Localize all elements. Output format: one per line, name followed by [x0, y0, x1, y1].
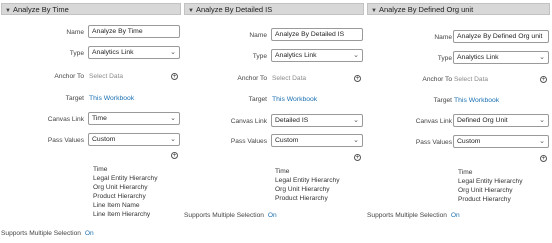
- pass-values-value: Custom: [92, 136, 116, 143]
- chevron-down-icon: ⌄: [539, 54, 545, 61]
- supports-multiple-selection-toggle[interactable]: On: [84, 230, 94, 237]
- type-select[interactable]: Analytics Link ⌄: [453, 51, 549, 64]
- anchor-to-label: Anchor To: [54, 73, 84, 80]
- anchor-to-select[interactable]: Select Data: [454, 76, 489, 83]
- list-item: Time: [458, 169, 473, 176]
- list-item: Product Hierarchy: [458, 196, 511, 203]
- add-anchor-icon[interactable]: +: [354, 75, 361, 82]
- target-link[interactable]: This Workbook: [454, 97, 500, 104]
- list-item: Line Item Hierarchy: [93, 211, 151, 218]
- column-list: Time Legal Entity Hierarchy Org Unit Hie…: [93, 165, 158, 219]
- panel-header[interactable]: ▼Analyze By Time: [1, 3, 181, 15]
- panel-header-title: Analyze By Detailed IS: [195, 5, 273, 14]
- pass-values-value: Custom: [457, 138, 481, 145]
- list-item: Time: [93, 166, 108, 173]
- target-link[interactable]: This Workbook: [89, 95, 135, 102]
- anchor-to-label: Anchor To: [237, 75, 267, 82]
- chevron-down-icon: ⌄: [539, 138, 545, 145]
- canvas-link-select[interactable]: Defined Org Unit ⌄: [453, 114, 549, 127]
- name-input[interactable]: Analyze By Detailed IS: [271, 28, 363, 41]
- pass-values-select[interactable]: Custom ⌄: [453, 135, 549, 148]
- target-label: Target: [65, 95, 84, 102]
- column-list: Time Legal Entity Hierarchy Org Unit Hie…: [275, 167, 340, 203]
- supports-multiple-selection-label: Supports Multiple Selection: [1, 230, 81, 237]
- chevron-down-icon: ⌄: [353, 137, 359, 144]
- panel-header[interactable]: ▼Analyze By Detailed IS: [184, 3, 364, 15]
- list-item: Line Item Name: [93, 202, 140, 209]
- pass-values-select[interactable]: Custom ⌄: [271, 134, 363, 147]
- chevron-down-icon: ⌄: [353, 52, 359, 59]
- panel-header-title: Analyze By Time: [12, 5, 69, 14]
- type-select[interactable]: Analytics Link ⌄: [88, 46, 180, 59]
- anchor-to-label: Anchor To: [422, 76, 452, 83]
- name-label: Name: [66, 29, 84, 36]
- type-label: Type: [437, 55, 452, 62]
- chevron-down-icon: ⌄: [353, 117, 359, 124]
- canvas-link-label: Canvas Link: [415, 118, 452, 125]
- panel-header[interactable]: ▼Analyze By Defined Org unit: [367, 3, 550, 15]
- collapse-triangle-icon[interactable]: ▼: [371, 8, 377, 14]
- panel-header-title: Analyze By Defined Org unit: [378, 5, 474, 14]
- pass-values-label: Pass Values: [47, 137, 84, 144]
- pass-values-select[interactable]: Custom ⌄: [88, 133, 180, 146]
- anchor-to-select[interactable]: Select Data: [89, 73, 124, 80]
- pass-values-value: Custom: [275, 137, 299, 144]
- chevron-down-icon: ⌄: [170, 49, 176, 56]
- list-item: Legal Entity Hierarchy: [93, 175, 158, 182]
- type-select-value: Analytics Link: [92, 49, 134, 56]
- canvas-link-select[interactable]: Detailed IS ⌄: [271, 114, 363, 127]
- target-link[interactable]: This Workbook: [272, 96, 318, 103]
- name-input[interactable]: Analyze By Defined Org unit: [453, 30, 549, 43]
- column-list: Time Legal Entity Hierarchy Org Unit Hie…: [458, 168, 523, 204]
- name-label: Name: [434, 34, 452, 41]
- canvas-link-value: Detailed IS: [275, 117, 309, 124]
- list-item: Org Unit Hierarchy: [93, 184, 148, 191]
- chevron-down-icon: ⌄: [539, 117, 545, 124]
- canvas-link-value: Defined Org Unit: [457, 117, 508, 124]
- anchor-to-select[interactable]: Select Data: [272, 75, 307, 82]
- list-item: Legal Entity Hierarchy: [275, 177, 340, 184]
- target-label: Target: [248, 96, 267, 103]
- supports-multiple-selection-label: Supports Multiple Selection: [367, 212, 447, 219]
- type-label: Type: [252, 53, 267, 60]
- list-item: Product Hierarchy: [93, 193, 146, 200]
- pass-values-label: Pass Values: [415, 139, 452, 146]
- add-column-icon[interactable]: +: [354, 154, 361, 161]
- type-label: Type: [69, 50, 84, 57]
- add-column-icon[interactable]: +: [171, 152, 178, 159]
- list-item: Product Hierarchy: [275, 195, 328, 202]
- type-select[interactable]: Analytics Link ⌄: [271, 49, 363, 62]
- canvas-link-select[interactable]: Time ⌄: [88, 112, 180, 125]
- name-input[interactable]: Analyze By Time: [88, 25, 180, 38]
- canvas-link-value: Time: [92, 115, 107, 122]
- name-label: Name: [249, 32, 267, 39]
- add-anchor-icon[interactable]: +: [540, 76, 547, 83]
- type-select-value: Analytics Link: [275, 52, 317, 59]
- add-anchor-icon[interactable]: +: [171, 73, 178, 80]
- list-item: Org Unit Hierarchy: [275, 186, 330, 193]
- canvas-link-label: Canvas Link: [230, 118, 267, 125]
- chevron-down-icon: ⌄: [170, 115, 176, 122]
- add-column-icon[interactable]: +: [540, 155, 547, 162]
- pass-values-label: Pass Values: [230, 138, 267, 145]
- list-item: Org Unit Hierarchy: [458, 187, 513, 194]
- chevron-down-icon: ⌄: [170, 136, 176, 143]
- supports-multiple-selection-label: Supports Multiple Selection: [184, 212, 264, 219]
- collapse-triangle-icon[interactable]: ▼: [5, 8, 11, 14]
- supports-multiple-selection-toggle[interactable]: On: [267, 212, 277, 219]
- list-item: Legal Entity Hierarchy: [458, 178, 523, 185]
- target-label: Target: [433, 97, 452, 104]
- supports-multiple-selection-toggle[interactable]: On: [450, 212, 460, 219]
- canvas-link-label: Canvas Link: [47, 116, 84, 123]
- collapse-triangle-icon[interactable]: ▼: [188, 8, 194, 14]
- type-select-value: Analytics Link: [457, 54, 499, 61]
- list-item: Time: [275, 168, 290, 175]
